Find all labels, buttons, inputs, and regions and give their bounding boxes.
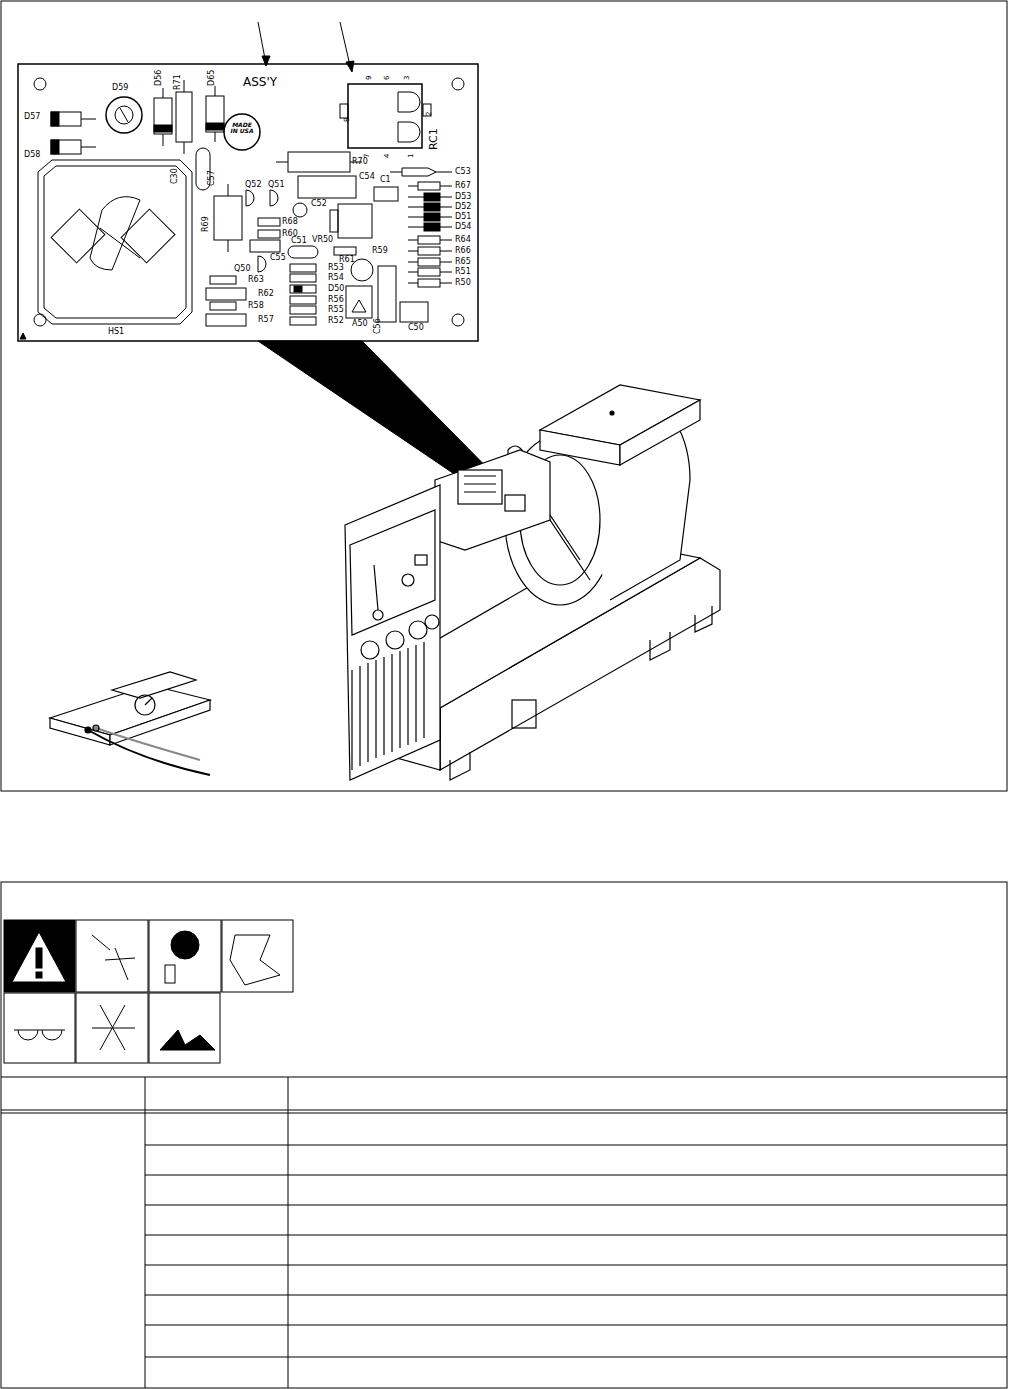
component-label: C56 [374, 318, 382, 334]
component-label: R63 [248, 276, 264, 284]
component-label: D56 [155, 70, 163, 86]
component-label: R71 [174, 74, 182, 90]
component-label: R50 [455, 279, 471, 287]
welder-generator [345, 385, 720, 780]
component-label: D57 [24, 113, 40, 121]
assembly-label: ASS'Y [243, 76, 277, 88]
component-label: R62 [258, 290, 274, 298]
component-label: Q50 [234, 265, 250, 273]
component-label: C30 [171, 168, 179, 184]
component-label: D54 [455, 223, 471, 231]
component-label: 9 [366, 76, 373, 80]
component-label: C1 [380, 176, 391, 184]
component-label: R51 [455, 268, 471, 276]
component-label: R64 [455, 236, 471, 244]
component-label: R56 [328, 296, 344, 304]
component-label: D65 [208, 70, 216, 86]
component-label: R70 [352, 158, 368, 166]
component-label: C54 [359, 173, 375, 181]
component-label: HS1 [108, 328, 124, 336]
component-label: D52 [455, 203, 471, 211]
component-label: D53 [455, 193, 471, 201]
component-label: Q51 [268, 181, 284, 189]
component-label: R55 [328, 306, 344, 314]
zoom-wedge [258, 341, 522, 505]
component-label: R57 [258, 316, 274, 324]
component-label: R59 [372, 247, 388, 255]
component-label: C53 [455, 168, 471, 176]
component-label: 1 [408, 154, 415, 158]
component-label: C57 [208, 170, 216, 186]
component-label: C51 [291, 237, 307, 245]
component-label: R69 [202, 216, 210, 232]
component-label: C52 [311, 200, 327, 208]
component-label: C55 [270, 254, 286, 262]
component-label: D59 [112, 84, 128, 92]
component-label: 6 [384, 76, 391, 80]
component-label: 4 [384, 154, 391, 158]
component-label: C50 [408, 324, 424, 332]
component-label: R58 [248, 302, 264, 310]
component-label: R54 [328, 274, 344, 282]
component-label: 3 [404, 76, 411, 80]
warning-table [1, 882, 1007, 1388]
component-label: A50 [352, 320, 368, 328]
component-label: R52 [328, 317, 344, 325]
component-label: 2 [426, 112, 433, 116]
component-label: D58 [24, 151, 40, 159]
component-label: R65 [455, 258, 471, 266]
multimeter [50, 672, 210, 775]
component-label: R68 [282, 218, 298, 226]
component-label: RC1 [428, 128, 439, 150]
component-label: R66 [455, 247, 471, 255]
seal [224, 114, 260, 150]
component-label: R53 [328, 264, 344, 272]
component-label: 8 [344, 118, 351, 122]
component-label: VR50 [312, 236, 333, 244]
circuit-board [18, 64, 478, 341]
component-label: R67 [455, 182, 471, 190]
component-label: R61 [339, 256, 355, 264]
component-label: Q52 [245, 181, 261, 189]
seal-text: MADE IN USA [228, 122, 256, 135]
frame [1, 1, 1007, 791]
component-label: D51 [455, 213, 471, 221]
component-label: D50 [328, 285, 344, 293]
